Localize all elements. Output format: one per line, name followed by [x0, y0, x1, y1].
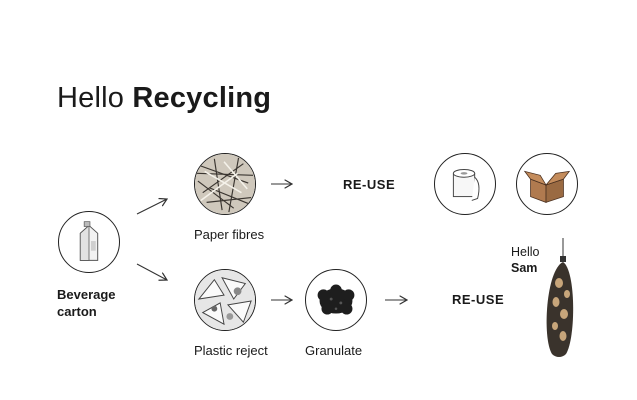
title-bold: Recycling	[132, 82, 272, 114]
plastic-reject-label: Plastic reject	[194, 343, 268, 358]
toilet-roll-icon	[452, 169, 480, 201]
granulate-label: Granulate	[305, 343, 363, 358]
arrow-carton-to-plastic	[136, 263, 167, 280]
granulate-circle	[305, 269, 367, 331]
cardboard-box-icon	[523, 170, 571, 203]
hello-sam-line1: Hello	[511, 245, 540, 259]
beverage-carton-line1: Beverage	[57, 287, 116, 302]
carton-icon	[79, 221, 99, 261]
cardboard-box-circle	[516, 153, 578, 215]
page-title: Hello Recycling	[57, 82, 271, 115]
pendant-lamp-icon	[546, 238, 574, 357]
toilet-roll-circle	[434, 153, 496, 215]
reuse-bottom-label: RE-USE	[452, 292, 505, 307]
hello-sam-line2: Sam	[511, 261, 538, 275]
hello-sam-label: Hello Sam	[511, 244, 540, 276]
arrow-carton-to-fibres	[136, 199, 167, 215]
plastic-reject-icon	[195, 270, 255, 330]
paper-fibres-circle	[194, 153, 256, 215]
beverage-carton-line2: carton	[57, 304, 97, 319]
paper-fibres-icon	[195, 154, 255, 214]
beverage-carton-circle	[58, 211, 120, 273]
paper-fibres-label: Paper fibres	[194, 227, 265, 242]
plastic-reject-circle	[194, 269, 256, 331]
granulate-icon	[317, 284, 355, 315]
beverage-carton-label: Beverage carton	[57, 286, 116, 320]
title-light: Hello	[57, 82, 125, 114]
reuse-top-label: RE-USE	[343, 177, 396, 192]
